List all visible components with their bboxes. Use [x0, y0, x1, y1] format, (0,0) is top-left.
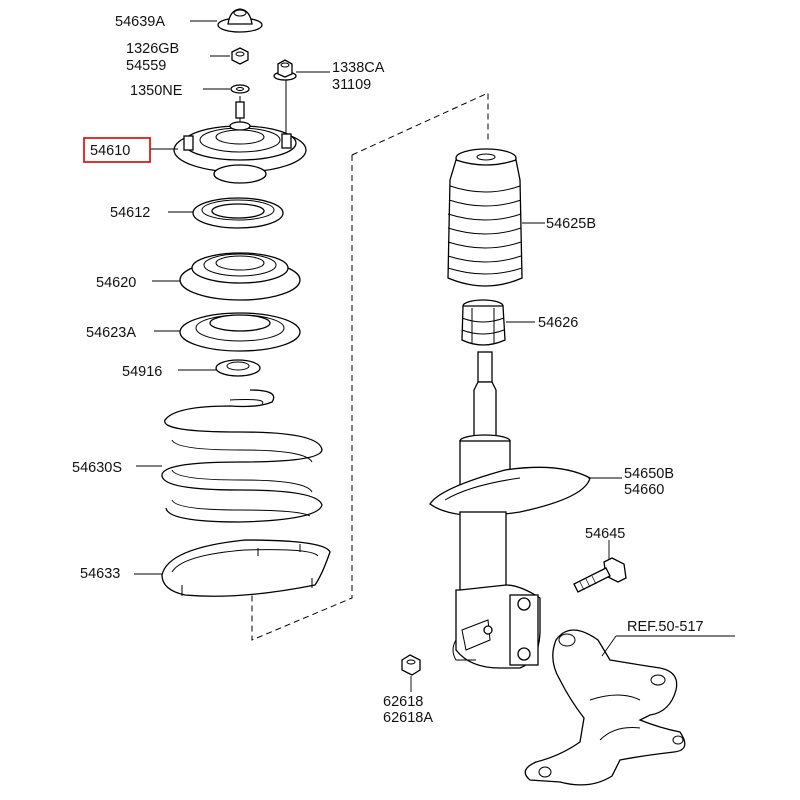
label-62618A: 62618A — [383, 710, 433, 726]
part-54650B-strut[interactable] — [429, 351, 591, 669]
label-62618: 62618 — [383, 694, 423, 710]
label-54610: 54610 — [90, 143, 130, 159]
part-1350NE-washer[interactable] — [230, 84, 250, 94]
label-1350NE: 1350NE — [130, 83, 183, 99]
label-54623A: 54623A — [86, 325, 136, 341]
label-54620: 54620 — [96, 275, 136, 291]
label-ref-50-517: REF.50-517 — [627, 619, 704, 635]
label-31109: 31109 — [332, 77, 371, 93]
label-54626: 54626 — [538, 315, 578, 331]
part-54630S-coil-spring[interactable] — [161, 389, 323, 523]
label-54916: 54916 — [122, 364, 162, 380]
highlight-box-54610 — [83, 137, 151, 163]
part-54916-spacer[interactable] — [215, 359, 261, 377]
part-54625B-dust-boot[interactable] — [447, 148, 523, 287]
part-54645-bolt[interactable] — [573, 557, 627, 593]
label-54625B: 54625B — [546, 216, 596, 232]
label-1338CA: 1338CA — [332, 60, 385, 76]
part-1338CA-flange-nut[interactable] — [273, 59, 297, 81]
part-54559-nut[interactable] — [231, 47, 249, 65]
label-54645: 54645 — [585, 526, 625, 542]
part-54626-bump-stop[interactable] — [461, 299, 506, 346]
label-54559: 54559 — [126, 58, 166, 74]
label-54650B: 54650B — [624, 466, 674, 482]
part-ref-steering-knuckle[interactable] — [524, 629, 686, 786]
label-54633: 54633 — [80, 566, 120, 582]
part-54623A-insulator[interactable] — [179, 312, 301, 352]
part-54620-upper-seat[interactable] — [179, 252, 301, 301]
part-54612-bearing[interactable] — [192, 197, 284, 229]
part-62618-nut[interactable] — [401, 654, 421, 676]
label-54639A: 54639A — [115, 14, 165, 30]
assembly-group-outline-left — [251, 155, 353, 641]
part-54610-strut-mount[interactable] — [173, 80, 307, 184]
part-54633-lower-insulator[interactable] — [161, 539, 331, 597]
assembly-group-outline — [351, 92, 489, 156]
label-54630S: 54630S — [72, 460, 122, 476]
label-54612: 54612 — [110, 205, 150, 221]
label-1326GB: 1326GB — [126, 41, 179, 57]
label-54660: 54660 — [624, 482, 664, 498]
part-54639A-cap[interactable] — [217, 8, 263, 33]
